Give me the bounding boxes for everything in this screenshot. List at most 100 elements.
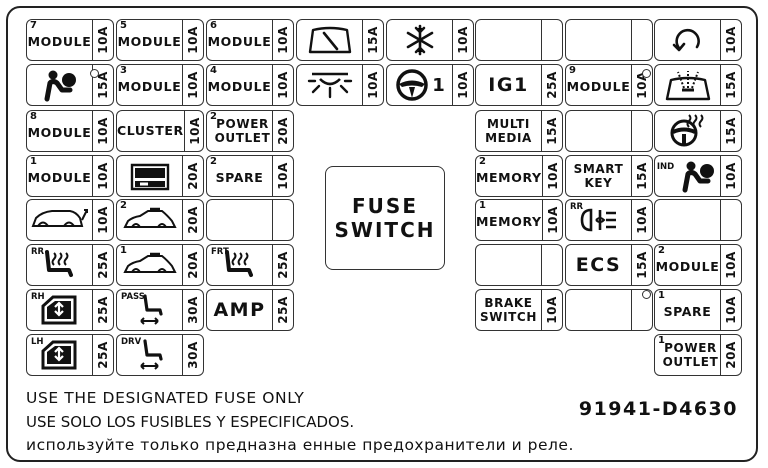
fuse-c6r6[interactable] [475,244,563,286]
power-seat-icon-graphic [132,293,168,327]
fuse-c4r2[interactable]: 10A [296,64,384,106]
fuse-rating: 10A [272,20,293,60]
fuse-body [476,20,541,60]
fuse-c8r1[interactable]: 10A [654,19,742,61]
fuse-label: CLUSTER [117,123,184,138]
fuse-index: 1 [658,335,665,346]
footer-spanish: USE SOLO LOS FUSIBLES Y ESPECIFICADOS. [26,413,355,431]
power-seat-icon-graphic [132,338,168,372]
fuse-c1r5[interactable]: 10A [26,199,114,241]
fuse-label: MEMORY [476,214,542,229]
door-lock-icon-graphic [126,159,174,193]
fuse-index: 4 [210,65,217,76]
fuse-c8r3[interactable]: 15A [654,110,742,152]
fuse-tag: RH [31,292,45,302]
fuse-amp: 25A [96,341,110,369]
fuse-c8r2[interactable]: 15A [654,64,742,106]
fuse-icon-index: 1 [432,74,445,96]
fuse-body: 1 [117,245,182,285]
fuse-index: 1 [658,290,665,301]
fuse-index: 8 [30,111,37,122]
fuse-switch[interactable]: FUSE SWITCH [325,166,445,270]
heated-wheel-icon-graphic [669,113,707,149]
fuse-rating: 20A [182,156,203,196]
fuse-label: SPARE [215,170,264,185]
tailgate-icon-graphic [30,206,90,234]
seat-heater-icon-graphic [219,248,261,282]
fuse-rating: 10A [452,65,473,105]
fuse-rating [272,200,293,240]
fuse-c4r1[interactable]: 15A [296,19,384,61]
fuse-label: MODULE [117,34,182,49]
fuse-index: 2 [120,200,127,211]
fuse-c5r2[interactable]: 1 10A [386,64,474,106]
fuse-c2r4[interactable]: 20A [116,155,204,197]
fuse-rating: 10A [183,111,203,151]
room-lamp-icon [306,69,354,101]
fuse-rating: 10A [92,156,113,196]
fuse-c7r1[interactable] [565,19,653,61]
fuse-c7r7[interactable] [565,289,653,331]
fuse-c8r5[interactable] [654,199,742,241]
fuse-body: RR [566,200,631,240]
fuse-rating [631,290,652,330]
fuse-c5r1[interactable]: 10A [386,19,474,61]
fuse-body [566,20,631,60]
fuse-c6r1[interactable] [475,19,563,61]
fuse-switch-line1: FUSE [352,194,418,218]
fuse-amp: 15A [724,117,738,145]
fuse-amp: 10A [366,71,380,99]
fuse-c7r3[interactable] [565,110,653,152]
fuse-label: MODULE [27,34,92,49]
fuse-c1r2[interactable]: 15A [26,64,114,106]
fuse-rating: 10A [720,20,741,60]
fuse-body: ECS [566,245,631,285]
fog-lamp-icon-graphic [579,206,619,234]
fuse-c3r5[interactable] [206,199,294,241]
fuse-rating: 10A [541,200,562,240]
airbag-icon-graphic [678,159,718,193]
fuse-rating: 10A [182,65,203,105]
fuse-rating: 10A [631,200,652,240]
fuse-body [566,111,631,151]
fuse-amp: 10A [186,26,200,54]
fuse-body: IG1 [476,65,541,105]
